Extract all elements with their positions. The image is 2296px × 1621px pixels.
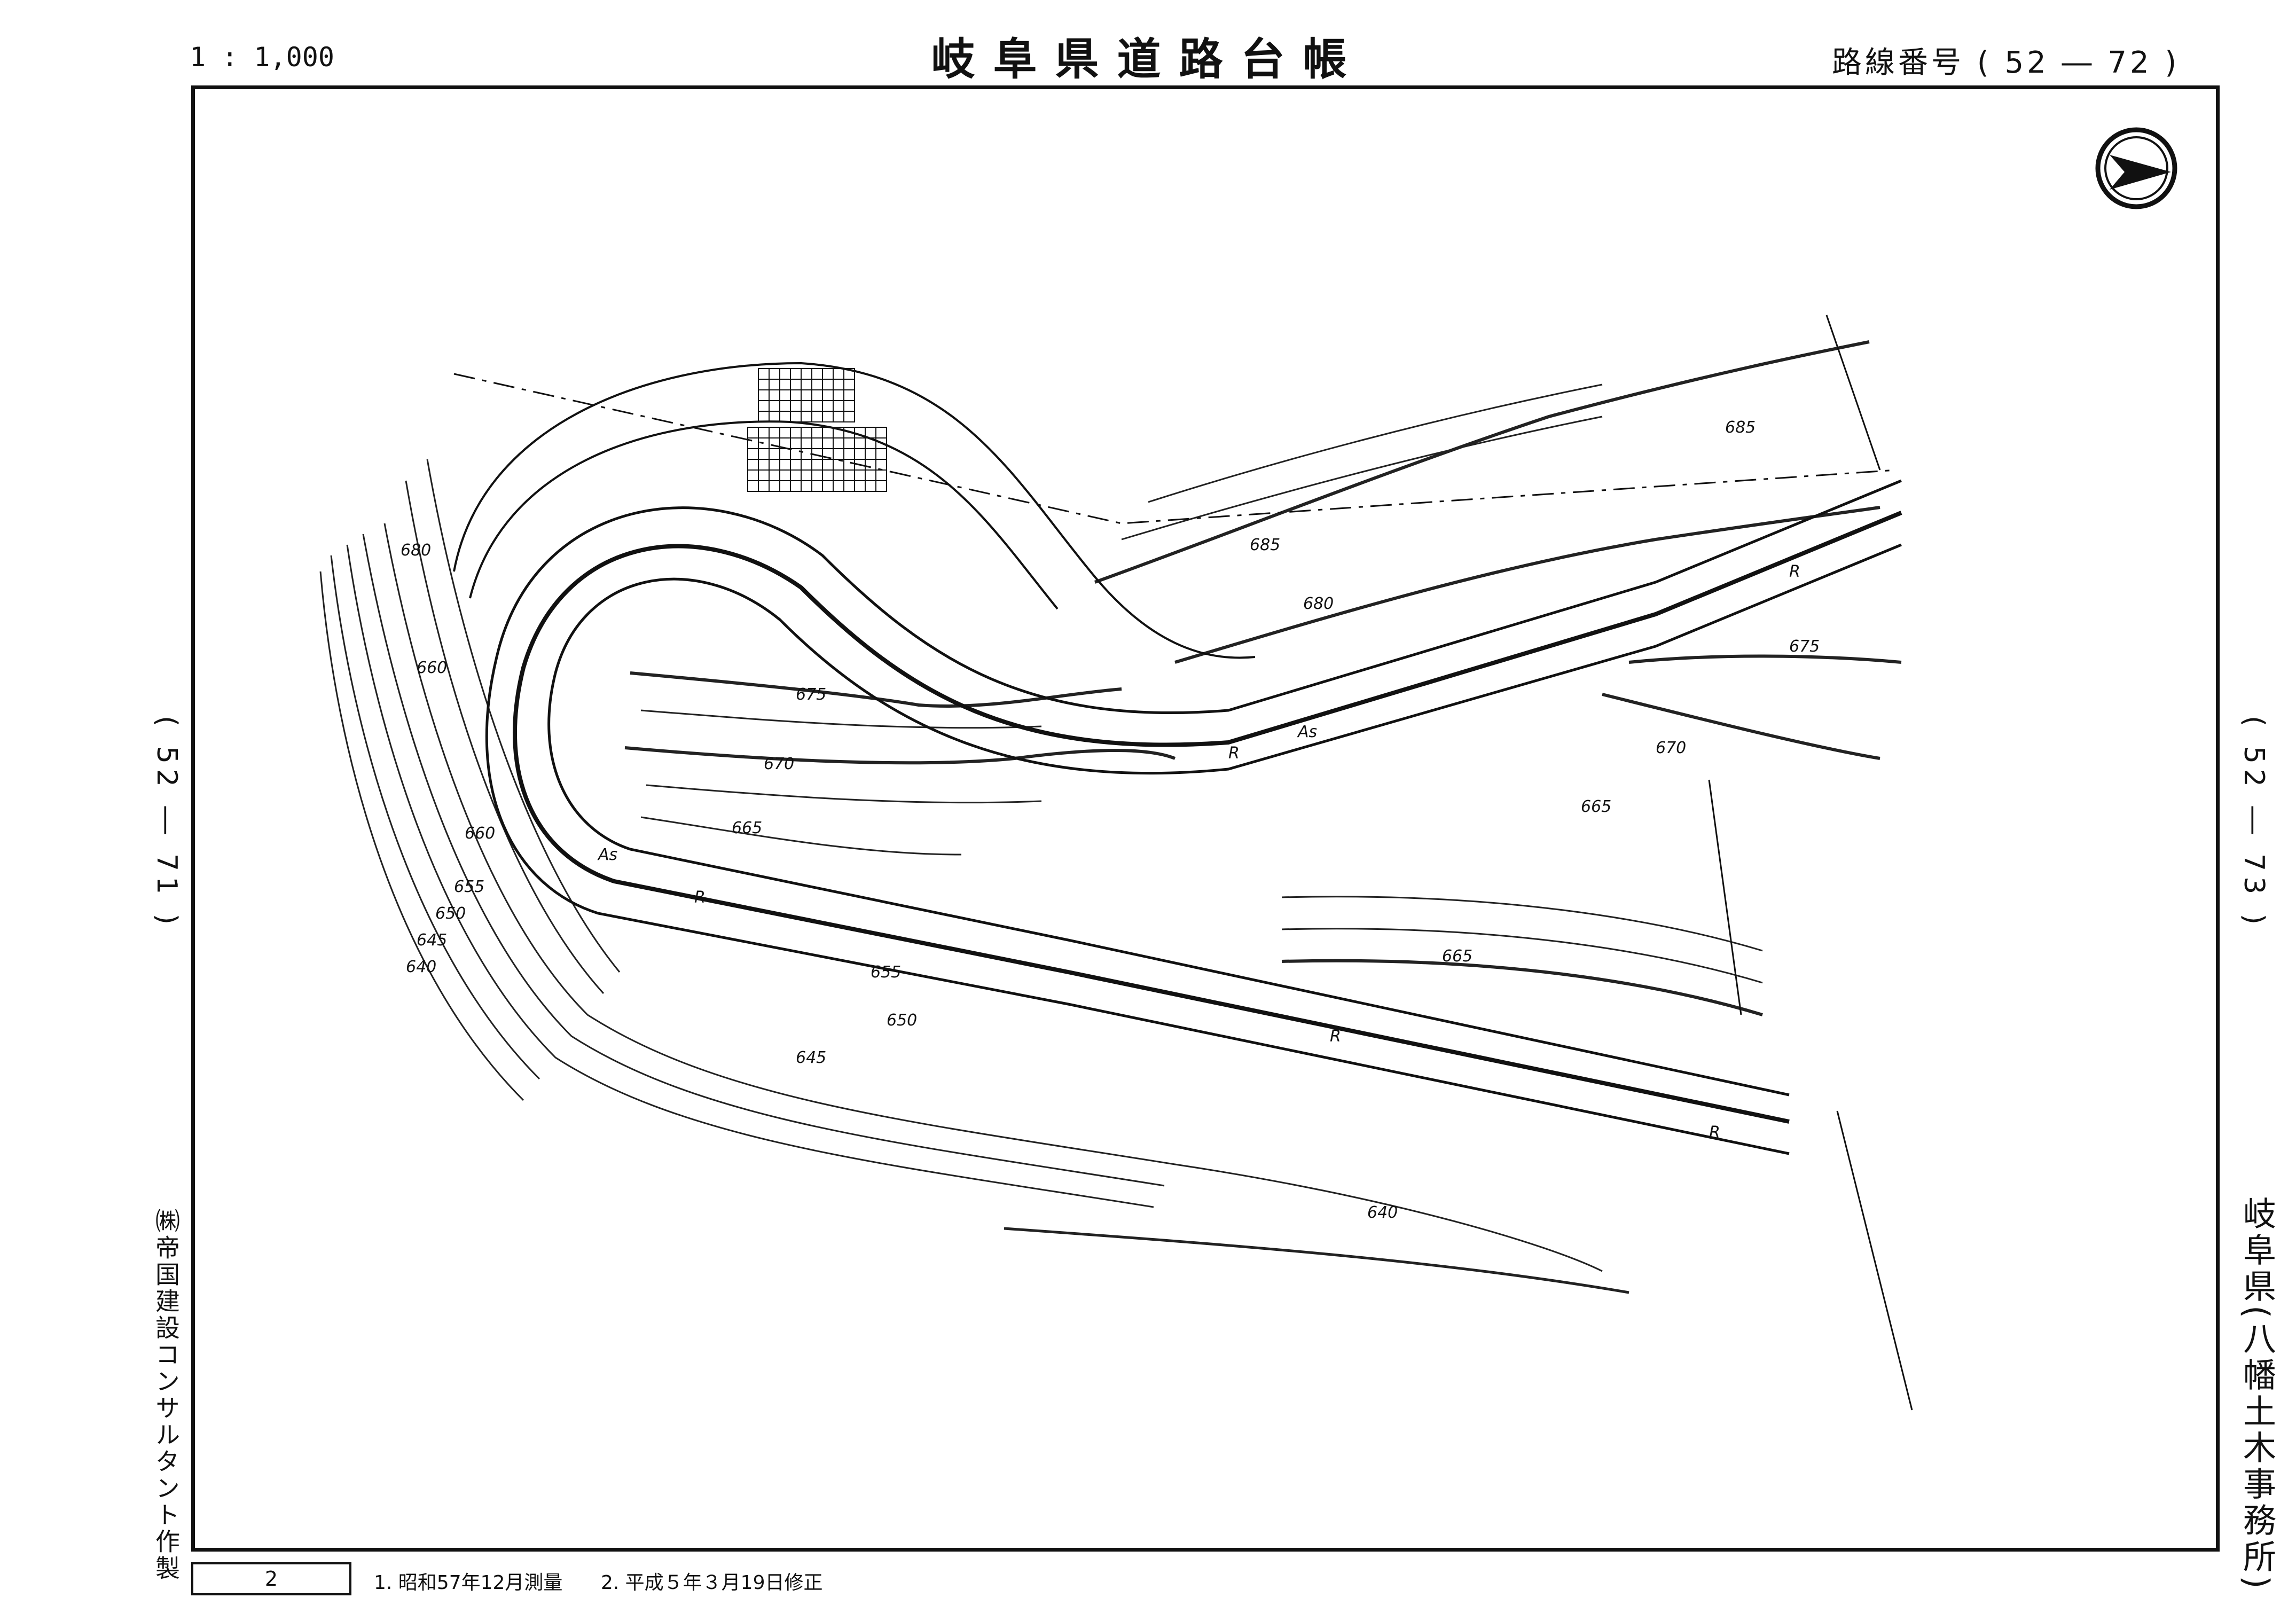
contour-label: 680 <box>1303 594 1334 613</box>
road-label: R <box>694 888 706 907</box>
contour-label: 685 <box>1725 418 1756 437</box>
contour-label: 645 <box>796 1048 826 1067</box>
contour-label: 650 <box>887 1011 917 1030</box>
contour-label: 680 <box>401 541 431 560</box>
contour-label: 665 <box>1581 797 1611 816</box>
contour-label: 675 <box>1789 637 1820 656</box>
contour-label-group: 685 680 675 670 665 660 655 650 645 640 … <box>401 418 1820 1222</box>
road-label: R <box>1789 562 1800 581</box>
contour-label: 645 <box>417 931 447 950</box>
adjacent-sheet-right[interactable]: ( 52 ― 73 ) <box>2238 716 2270 930</box>
contour-label: 640 <box>1367 1203 1398 1222</box>
road-label: As <box>597 845 617 864</box>
route-label: 路線番号 <box>1832 45 1964 80</box>
retaining-net <box>747 368 887 492</box>
road-label-group: As As R R R R R <box>597 562 1800 1142</box>
road-label: R <box>1709 1123 1720 1142</box>
adjacent-sheet-left[interactable]: ( 52 ― 71 ) <box>151 716 183 930</box>
boundary-lines <box>453 315 1913 1411</box>
maker-label: ㈱帝国建設コンサルタント作製 <box>152 1208 181 1582</box>
map-frame <box>191 85 2220 1552</box>
contour-label: 660 <box>417 659 447 677</box>
route-value: ( 52 ― 72 ) <box>1977 45 2180 80</box>
contour-label: 655 <box>454 878 484 896</box>
contour-label: 670 <box>764 755 794 773</box>
footer-notes: 1. 昭和57年12月測量 2. 平成５年３月19日修正 <box>374 1567 855 1595</box>
contour-label: 685 <box>1250 536 1280 554</box>
road-label: R <box>1330 1027 1341 1046</box>
right-contours <box>1094 340 1902 1016</box>
sheet-number: 2 <box>191 1562 351 1595</box>
north-arrow-icon <box>2095 127 2177 209</box>
page-title: 岐阜県道路台帳 <box>931 34 1365 85</box>
inner-contours <box>624 671 1176 856</box>
contour-lines <box>319 459 1629 1294</box>
office-label: 岐阜県(八幡土木事務所) <box>2237 1196 2276 1592</box>
contour-label: 650 <box>435 904 466 923</box>
contour-label: 665 <box>1442 947 1472 966</box>
map-scale: 1 : 1,000 <box>190 42 334 73</box>
route-number: 路線番号 ( 52 ― 72 ) <box>1832 38 2180 82</box>
revision-note: 2. 平成５年３月19日修正 <box>600 1572 823 1594</box>
road-label: R <box>1228 744 1240 763</box>
contour-label: 660 <box>465 824 495 843</box>
hairpin-road <box>485 479 1902 1155</box>
survey-note: 1. 昭和57年12月測量 <box>374 1572 563 1594</box>
contour-label: 670 <box>1656 739 1686 757</box>
contour-label: 655 <box>871 963 901 982</box>
contour-label: 675 <box>796 685 826 704</box>
contour-label: 640 <box>406 958 436 976</box>
contour-label: 665 <box>732 819 762 837</box>
road-label: As <box>1297 723 1317 741</box>
